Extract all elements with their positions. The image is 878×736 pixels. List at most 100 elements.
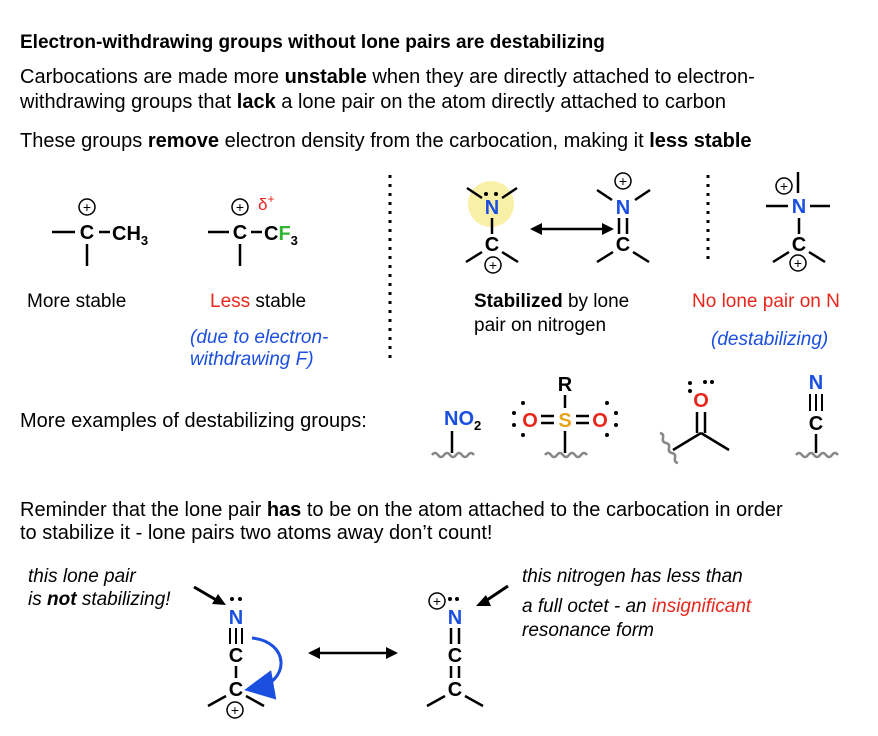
lone-pair-dot (710, 380, 714, 384)
groups-emphasis: less stable (649, 130, 752, 152)
plus-sign: + (780, 178, 788, 194)
groups-line: These groups remove electron density fro… (20, 130, 752, 153)
resonance-arrow (530, 223, 614, 235)
carbon-atom: C (809, 413, 823, 435)
lone-pair-dot (230, 597, 234, 601)
methyl-group: CH3 (112, 223, 148, 248)
examples-label: More examples of destabilizing groups: (20, 410, 367, 432)
bond (632, 250, 650, 264)
note-text: a full octet - an (522, 596, 652, 617)
lone-pair-dot (455, 597, 459, 601)
carbon-atom: C (229, 679, 243, 701)
plus-sign: + (794, 255, 802, 271)
lone-pair-dot (614, 423, 618, 427)
plus-charge-icon (789, 254, 807, 272)
oxygen-atom: O (693, 390, 709, 412)
reminder-text: Reminder that the lone pair (20, 499, 267, 521)
note-text: stabilizing! (76, 589, 171, 610)
bond (465, 250, 483, 264)
reminder-line-2: to stabilize it - lone pairs two atoms a… (20, 522, 493, 544)
bond (672, 431, 702, 452)
due-to-note-2: withdrawing F) (190, 349, 314, 370)
note-left-line-2: is not stabilizing! (28, 589, 171, 611)
destabilizing-label: (destabilizing) (711, 329, 829, 350)
nitrogen-atom: N (792, 196, 806, 218)
lone-pair-dot (484, 192, 488, 196)
lone-pair-dot (512, 411, 516, 415)
sulfur-atom: S (558, 410, 571, 432)
lone-pair-dot (521, 401, 525, 405)
squiggle-icon (431, 451, 475, 459)
plus-charge-icon (614, 172, 632, 190)
intro-text: Carbocations are made more (20, 66, 285, 88)
isopropyl-cation: + C CH3 (52, 198, 148, 266)
carbon-atom: C (485, 234, 499, 256)
carbon-atom: C (616, 234, 630, 256)
nitro-label: NO2 (444, 408, 481, 433)
lone-pair-dot (703, 380, 707, 384)
note-text: is (28, 589, 47, 610)
nitrogen-atom: N (485, 197, 499, 219)
plus-sign: + (433, 593, 441, 609)
lone-pair-dot (521, 433, 525, 437)
oxygen-atom: O (592, 410, 608, 432)
lone-pair-dot (605, 401, 609, 405)
stabilized-rest: by lone (562, 291, 630, 312)
bond (426, 694, 446, 708)
page-title: Electron-withdrawing groups without lone… (20, 32, 605, 53)
note-right-line-1: this nitrogen has less than (522, 566, 743, 587)
plus-charge-icon (428, 592, 446, 610)
cyano-carbocation: N C C + (207, 597, 283, 719)
bottom-structures: N C C + + N C (193, 584, 509, 719)
examples-structures: NO2 R O S O (431, 372, 839, 465)
intro-text: withdrawing groups that (20, 91, 237, 113)
plus-sign: + (489, 257, 497, 273)
nitrilium-resonance-form: + N C C (426, 592, 484, 708)
bond (501, 250, 519, 264)
bond (772, 250, 790, 264)
groups-text: electron density from the carbocation, m… (219, 130, 650, 152)
pointer-arrow (483, 584, 509, 604)
stable-word: stable (250, 291, 307, 312)
plus-sign: + (83, 199, 91, 215)
squiggle-icon (795, 451, 839, 459)
bond (245, 694, 265, 708)
delta-plus: δ+ (258, 192, 274, 214)
bond (501, 186, 518, 200)
less-stable-label: Less stable (210, 291, 306, 313)
note-left-line-1: this lone pair (28, 566, 136, 587)
plus-charge-icon (231, 198, 249, 216)
r-group: R (558, 374, 573, 396)
bond (634, 188, 651, 202)
carbon-atom: C (233, 222, 247, 244)
bond (808, 250, 826, 264)
squiggle-icon (544, 451, 588, 459)
cf3-group: CF3 (264, 223, 298, 248)
intro-emphasis: lack (236, 91, 276, 113)
nitrogen-atom: N (809, 372, 823, 394)
carbon-atom: C (448, 645, 462, 667)
note-right-line-2: a full octet - an insignificant (522, 596, 751, 618)
bond (464, 694, 484, 708)
oxygen-atom: O (522, 410, 538, 432)
intro-line-1: Carbocations are made more unstable when… (20, 66, 755, 89)
nitrogen-atom: N (616, 197, 630, 219)
ketone-group: O (659, 380, 730, 465)
reminder-line-1: Reminder that the lone pair has to be on… (20, 499, 783, 522)
bond (596, 188, 613, 202)
trifluoromethyl-cation: + δ+ C CF3 (208, 192, 298, 266)
bond (700, 431, 730, 452)
reminder-emphasis: has (266, 499, 302, 521)
stabilized-label: Stabilized by lone (474, 291, 629, 313)
carbon-atom: C (792, 234, 806, 256)
stabilized-word: Stabilized (474, 291, 563, 312)
bond (466, 186, 483, 200)
groups-emphasis: remove (147, 130, 220, 152)
plus-sign: + (231, 702, 239, 718)
curved-arrow-icon (244, 636, 283, 700)
lone-pair-dot (512, 423, 516, 427)
nitrogen-atom: N (448, 607, 462, 629)
nitrile-group: N C (795, 372, 839, 459)
nitro-group: NO2 (431, 408, 481, 459)
plus-charge-icon (775, 177, 793, 195)
